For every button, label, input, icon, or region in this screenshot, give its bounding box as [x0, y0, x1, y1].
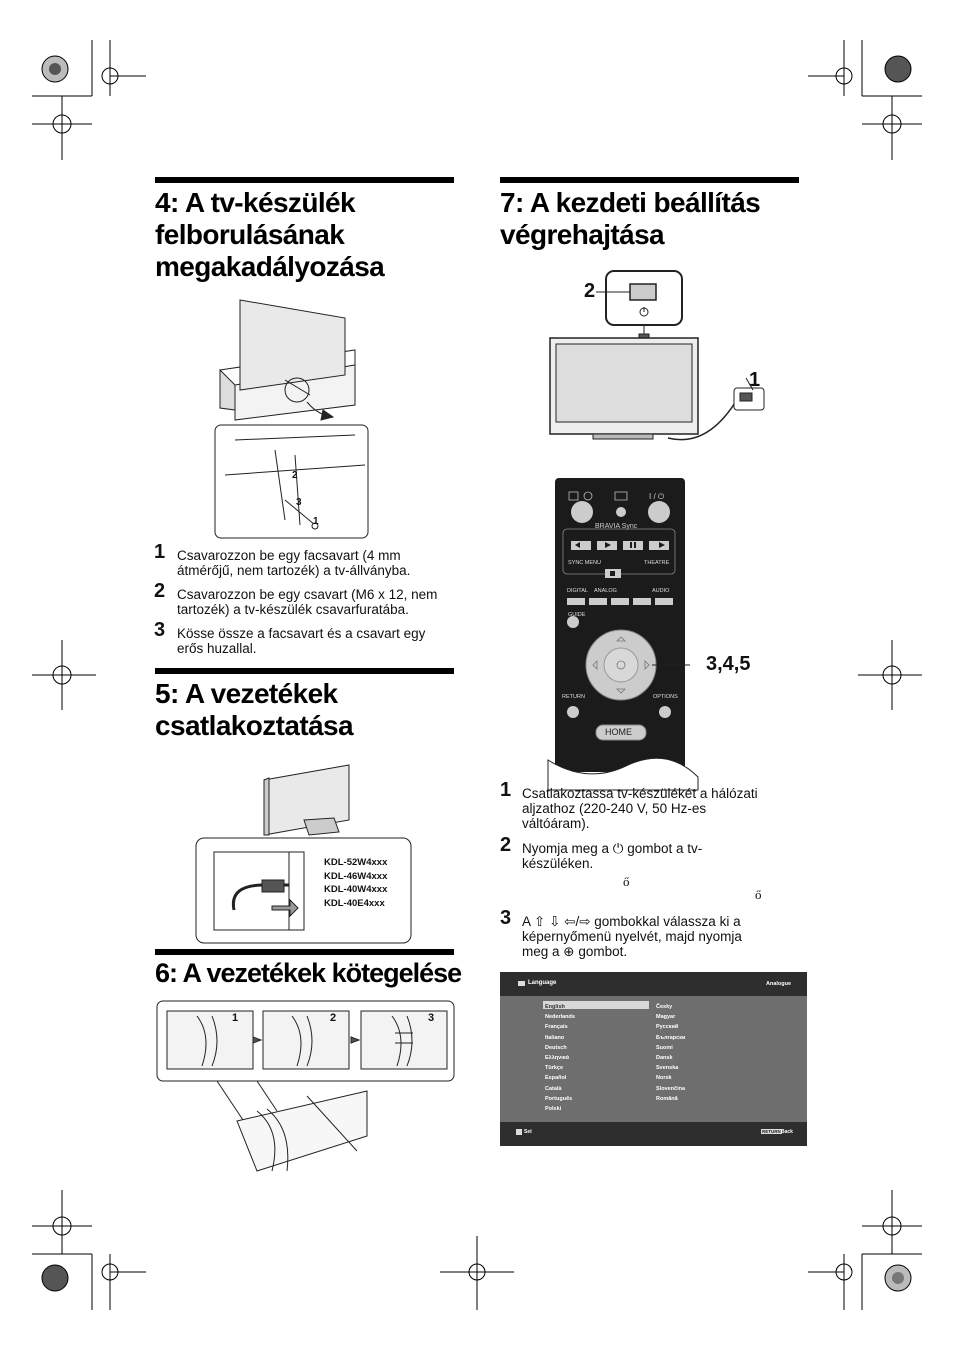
- s4-step-2-text: Csavarozzon be egy csavart (M6 x 12, nem…: [177, 587, 438, 617]
- language-option[interactable]: Slovenčina: [656, 1085, 686, 1092]
- s5-model-list: KDL-52W4xxx KDL-46W4xxx KDL-40W4xxx KDL-…: [324, 857, 388, 909]
- language-option[interactable]: Svenska: [656, 1065, 679, 1072]
- s7-callout-power: 2: [584, 280, 596, 302]
- s7-step-2-artifact-a: ő: [623, 874, 630, 889]
- s7-step-3-text: A ⇧ ⇩ ⇦/⇨ gombokkal válassza ki a képern…: [522, 914, 742, 959]
- section-6-title: 6: A vezetékek kötegelése: [155, 958, 462, 988]
- language-option[interactable]: English: [545, 1004, 565, 1010]
- remote-sync-menu-label: SYNC MENU: [568, 560, 602, 566]
- language-option[interactable]: Català: [545, 1085, 562, 1092]
- s7-step-1-text: Csatlakoztassa tv-készülékét a hálózati …: [522, 786, 758, 831]
- language-selected-highlight: [543, 1001, 649, 1009]
- s6-fig-callout-2: 2: [330, 1012, 337, 1024]
- remote-theatre-label: THEATRE: [644, 560, 670, 566]
- remote-digital-label: DIGITAL: [567, 588, 588, 594]
- section-7-title: 7: A kezdeti beállítás végrehajtása: [500, 187, 761, 250]
- cable-connection-illustration: [195, 764, 412, 944]
- cable-bundling-illustration: [156, 1000, 455, 1172]
- language-header-title: Language: [528, 980, 557, 986]
- s4-fig-callout-1: 1: [313, 516, 319, 527]
- remote-guide-label: GUIDE: [568, 612, 586, 618]
- remote-return-label: RETURN: [562, 694, 585, 700]
- language-option[interactable]: Română: [656, 1095, 678, 1102]
- language-option[interactable]: Deutsch: [545, 1044, 567, 1051]
- language-option[interactable]: Magyar: [656, 1014, 676, 1021]
- language-screen-header: [500, 972, 807, 996]
- section-5-rule: [155, 668, 454, 674]
- language-option[interactable]: Български: [656, 1034, 686, 1041]
- language-right-column: Česky Magyar Русский Български Suomi Dan…: [656, 1002, 685, 1104]
- section-4-rule: [155, 177, 454, 183]
- s7-step-1-number: 1: [500, 779, 512, 801]
- section-7-rule: [500, 177, 799, 183]
- set-key-icon: [516, 1129, 522, 1135]
- language-screen-footer: [500, 1122, 807, 1146]
- language-header-mode: Analogue: [766, 981, 792, 987]
- remote-options-label: OPTIONS: [653, 694, 678, 700]
- s6-fig-callout-1: 1: [232, 1012, 239, 1024]
- remote-analog-label: ANALOG: [594, 588, 617, 594]
- language-option[interactable]: Suomi: [656, 1044, 673, 1051]
- language-option[interactable]: Français: [545, 1024, 568, 1031]
- language-option[interactable]: Česky: [656, 1004, 673, 1010]
- s4-step-3-number: 3: [154, 619, 166, 641]
- s6-fig-callout-3: 3: [428, 1012, 435, 1024]
- s7-step-2-artifact-b: ő: [755, 887, 762, 902]
- language-option[interactable]: Polski: [545, 1106, 562, 1113]
- language-footer-set: Set: [524, 1129, 532, 1135]
- s4-step-2-number: 2: [154, 580, 166, 602]
- svg-text:I / ⏻: I / ⏻: [649, 492, 665, 501]
- section-5-title: 5: A vezetékek csatlakoztatása: [155, 678, 354, 741]
- remote-control-illustration: I / ⏻: [555, 478, 685, 772]
- tv-front-illustration: [549, 270, 765, 441]
- s7-step-2-text: Nyomja meg a ⏻ gombot a tv- készüléken.: [522, 841, 703, 871]
- s4-step-1-text: Csavarozzon be egy facsavart (4 mm átmér…: [177, 548, 411, 578]
- language-option[interactable]: Русский: [656, 1024, 679, 1031]
- language-option[interactable]: Español: [545, 1075, 567, 1082]
- language-screen: Language Analogue English Nederlands Fra…: [500, 972, 807, 1146]
- section-6-rule: [155, 949, 454, 955]
- s4-step-1-number: 1: [154, 541, 166, 563]
- language-option[interactable]: Italiano: [545, 1034, 565, 1041]
- language-footer-back: Back: [781, 1129, 793, 1135]
- s4-fig-callout-3: 3: [296, 497, 302, 508]
- return-key-badge: RETURN: [761, 1129, 782, 1134]
- language-option[interactable]: Türkçe: [545, 1065, 564, 1072]
- remote-bottom-cut: [547, 757, 699, 791]
- remote-callout-leader: [652, 664, 690, 666]
- language-option[interactable]: Ελληνικά: [545, 1055, 569, 1062]
- language-option[interactable]: Nederlands: [545, 1014, 575, 1021]
- tv-stand-anchor-illustration: [214, 299, 369, 539]
- language-option[interactable]: Português: [545, 1095, 573, 1102]
- remote-bravia-sync-label: BRAVIA Sync: [595, 523, 638, 530]
- s7-callout-plug: 1: [749, 369, 761, 391]
- language-option[interactable]: Norsk: [656, 1075, 672, 1082]
- remote-home-label: HOME: [605, 727, 632, 737]
- language-icon: [518, 981, 525, 986]
- remote-audio-label: AUDIO: [652, 588, 670, 594]
- s4-fig-callout-2: 2: [292, 470, 298, 481]
- section-4-title: 4: A tv-készülék felborulásának megakadá…: [155, 187, 385, 282]
- s4-step-3-text: Kösse össze a facsavart és a csavart egy…: [177, 626, 426, 656]
- s7-step-3-number: 3: [500, 907, 512, 929]
- s7-callout-remote: 3,4,5: [706, 653, 751, 675]
- language-option[interactable]: Dansk: [656, 1055, 673, 1062]
- s7-step-2-number: 2: [500, 834, 512, 856]
- language-left-column: English Nederlands Français Italiano Deu…: [545, 1002, 575, 1114]
